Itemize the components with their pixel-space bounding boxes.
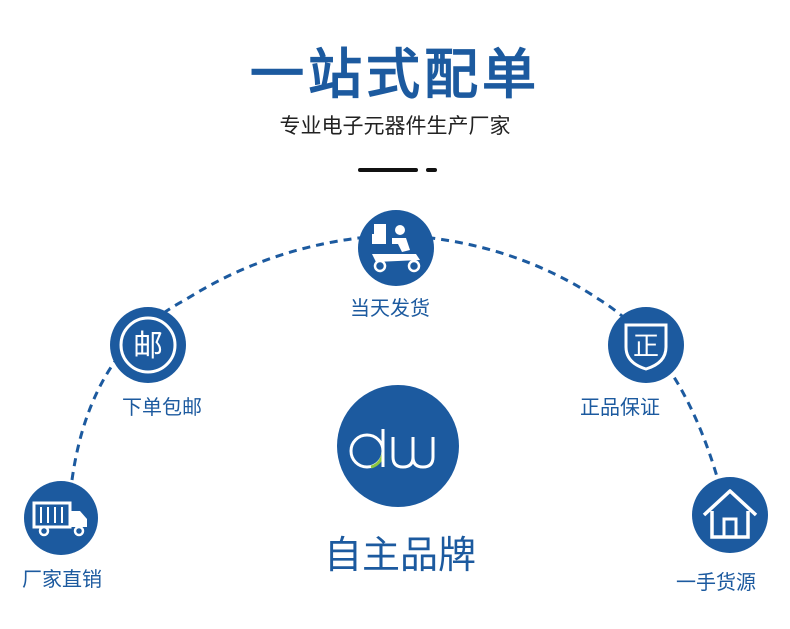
first-hand-badge bbox=[692, 477, 768, 553]
brand-label: 自主品牌 bbox=[324, 533, 477, 577]
genuine-label: 正品保证 bbox=[580, 395, 660, 419]
mail-char-icon: 邮 bbox=[119, 316, 177, 374]
page-title: 一站式配单 bbox=[250, 43, 540, 106]
shield-glyph: 正 bbox=[633, 332, 659, 362]
page-subtitle: 专业电子元器件生产厂家 bbox=[279, 114, 511, 138]
brand-logo bbox=[349, 429, 435, 469]
factory-direct-label: 厂家直销 bbox=[22, 567, 102, 591]
genuine-badge: 正 bbox=[608, 307, 684, 383]
mail-char-glyph: 邮 bbox=[133, 329, 163, 364]
truck-icon bbox=[32, 501, 87, 537]
title-divider bbox=[358, 168, 418, 172]
house-icon bbox=[702, 489, 758, 539]
factory-direct-badge bbox=[24, 481, 98, 555]
free-shipping-badge: 邮 bbox=[110, 307, 186, 383]
shield-zheng-icon: 正 bbox=[624, 323, 668, 371]
free-shipping-label: 下单包邮 bbox=[122, 395, 202, 419]
same-day-badge bbox=[358, 210, 434, 286]
delivery-scooter-icon bbox=[372, 224, 421, 273]
first-hand-label: 一手货源 bbox=[676, 570, 756, 594]
title-divider-dot bbox=[426, 168, 437, 172]
same-day-label: 当天发货 bbox=[350, 296, 430, 320]
brand-badge bbox=[337, 385, 459, 507]
